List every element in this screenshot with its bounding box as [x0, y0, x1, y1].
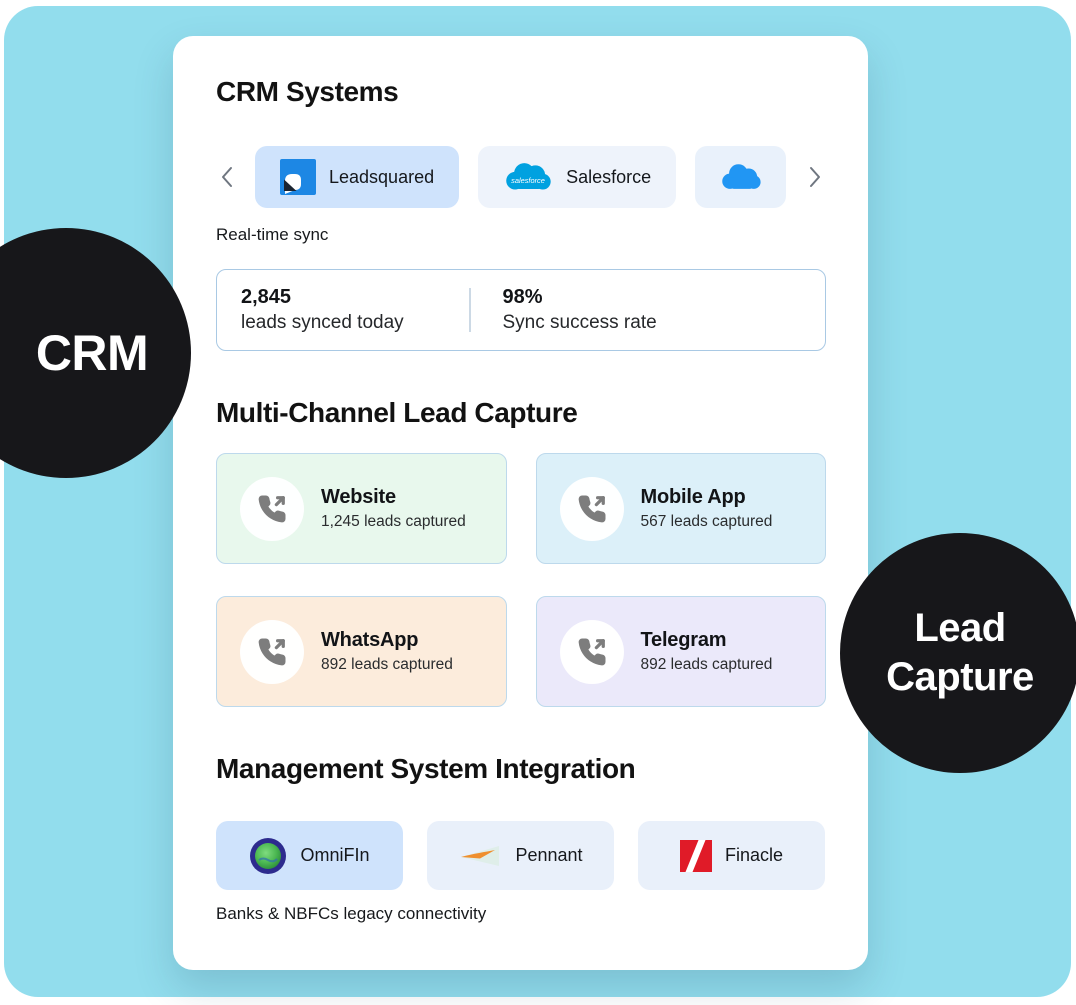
- channel-title: Website: [321, 486, 396, 508]
- crm-item-salesforce[interactable]: salesforce Salesforce: [478, 146, 677, 208]
- crm-badge-label: CRM: [35, 325, 149, 381]
- omnifin-logo-icon: [249, 837, 287, 875]
- channel-text: Telegram 892 leads captured: [641, 629, 773, 674]
- stats-divider: [469, 288, 471, 332]
- phone-outgoing-icon: [559, 619, 624, 684]
- channel-card-whatsapp[interactable]: WhatsApp 892 leads captured: [216, 596, 507, 707]
- channel-text: WhatsApp 892 leads captured: [321, 629, 453, 674]
- channel-card-mobile-app[interactable]: Mobile App 567 leads captured: [535, 453, 826, 564]
- channel-text: Mobile App 567 leads captured: [641, 486, 773, 531]
- sync-success-value: 98%: [502, 286, 543, 308]
- realtime-sync-caption: Real-time sync: [216, 225, 329, 244]
- leads-synced-label: leads synced today: [241, 312, 404, 333]
- lead-capture-badge-line2: Capture: [886, 655, 1034, 699]
- chevron-left-icon: [216, 162, 240, 192]
- leads-synced-stat: 2,845 leads synced today: [241, 286, 469, 334]
- svg-text:salesforce: salesforce: [511, 176, 545, 185]
- leads-synced-value: 2,845: [241, 286, 292, 308]
- lead-capture-badge-line1: Lead: [914, 606, 1006, 650]
- integration-item-omnifin[interactable]: OmniFIn: [216, 821, 403, 890]
- chevron-right-icon: [802, 162, 826, 192]
- crm-item-leadsquared[interactable]: Leadsquared: [255, 146, 460, 208]
- sync-success-stat: 98% Sync success rate: [503, 286, 657, 334]
- integration-row: OmniFIn Pennant Finacle: [216, 821, 826, 890]
- crm-badge: CRM: [0, 228, 191, 478]
- channel-count: 892 leads captured: [640, 656, 773, 673]
- pennant-logo-icon: [458, 841, 502, 871]
- integration-item-label: OmniFIn: [300, 845, 370, 865]
- phone-outgoing-icon: [559, 476, 624, 541]
- channel-count: 892 leads captured: [321, 656, 453, 673]
- sync-success-label: Sync success rate: [502, 312, 657, 333]
- cloud-icon: [718, 161, 764, 193]
- crm-systems-title: CRM Systems: [216, 76, 399, 107]
- banks-nbfc-caption: Banks & NBFCs legacy connectivity: [216, 904, 487, 923]
- phone-outgoing-icon: [240, 476, 304, 541]
- lead-capture-badge: Lead Capture: [840, 533, 1076, 773]
- carousel-next-button[interactable]: [802, 162, 826, 192]
- phone-outgoing-icon: [240, 619, 304, 684]
- crm-item-cloud[interactable]: [695, 146, 786, 208]
- channel-card-telegram[interactable]: Telegram 892 leads captured: [535, 596, 826, 707]
- channel-grid: Website 1,245 leads captured Mobile App …: [216, 453, 826, 707]
- crm-item-label: Salesforce: [566, 166, 652, 187]
- sync-stats-box: 2,845 leads synced today 98% Sync succes…: [216, 269, 826, 351]
- integration-item-pennant[interactable]: Pennant: [427, 821, 614, 890]
- channel-title: Mobile App: [640, 486, 746, 508]
- finacle-logo-icon: [679, 839, 712, 872]
- channel-count: 1,245 leads captured: [321, 513, 466, 530]
- management-integration-title: Management System Integration: [216, 753, 636, 784]
- leadsquared-logo-icon: [280, 159, 316, 195]
- channel-count: 567 leads captured: [640, 513, 773, 530]
- channel-title: Telegram: [640, 629, 727, 651]
- multi-channel-title: Multi-Channel Lead Capture: [216, 397, 578, 428]
- integration-item-label: Pennant: [515, 845, 583, 865]
- integration-panel: CRM Systems Leadsquared: [173, 36, 868, 970]
- crm-item-label: Leadsquared: [329, 166, 435, 187]
- integration-item-finacle[interactable]: Finacle: [638, 821, 825, 890]
- salesforce-logo-icon: salesforce: [503, 160, 553, 194]
- channel-text: Website 1,245 leads captured: [321, 486, 466, 531]
- crm-carousel: Leadsquared salesforce Salesforce: [216, 146, 826, 208]
- integration-item-label: Finacle: [724, 845, 784, 865]
- channel-title: WhatsApp: [321, 629, 419, 651]
- carousel-prev-button[interactable]: [216, 162, 240, 192]
- channel-card-website[interactable]: Website 1,245 leads captured: [216, 453, 507, 564]
